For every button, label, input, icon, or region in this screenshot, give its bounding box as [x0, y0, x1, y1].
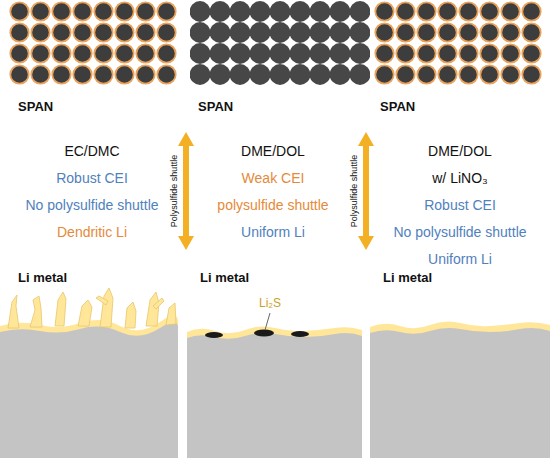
- li2s-deposit: [205, 332, 223, 338]
- dendrites: [8, 288, 176, 328]
- property-label: No polysulfide shuttle: [25, 197, 158, 213]
- material-label: SPAN: [198, 100, 233, 115]
- property-label: Dendritic Li: [57, 224, 127, 240]
- dendritic-li-anode: [0, 288, 178, 458]
- li-metal-block: [370, 328, 550, 458]
- property-label: polysulfide shuttle: [217, 197, 328, 213]
- callout-label: Li₂S: [259, 297, 281, 311]
- property-label: Uniform Li: [241, 224, 305, 240]
- anode-label: Li metal: [200, 271, 249, 286]
- property-label: Weak CEI: [242, 170, 305, 186]
- leader-line: [265, 313, 270, 330]
- li2s-deposit: [291, 331, 309, 337]
- uniform-li-anode: [370, 321, 550, 458]
- coated-span-particles: [374, 1, 542, 85]
- electrolyte-label: DME/DOL: [428, 143, 492, 159]
- electrolyte-label: EC/DMC: [64, 143, 119, 159]
- electrolyte-label: DME/DOL: [241, 143, 305, 159]
- property-label: Robust CEI: [424, 197, 496, 213]
- coated-span-particles: [9, 1, 177, 85]
- li-metal-block: [187, 333, 362, 458]
- material-label: SPAN: [18, 100, 53, 115]
- double-arrow: [358, 132, 374, 250]
- property-label: Uniform Li: [428, 251, 492, 267]
- material-label: SPAN: [380, 100, 415, 115]
- double-arrow: [178, 132, 194, 250]
- property-label: No polysulfide shuttle: [393, 224, 526, 240]
- li2s-deposit: [254, 330, 274, 337]
- uniform-li-anode-with-li2s: [187, 313, 362, 458]
- li-metal-block: [0, 322, 178, 458]
- arrow-label: Polysulfide shuttle: [169, 155, 179, 228]
- arrow-label: Polysulfide shuttle: [349, 155, 359, 228]
- additive-label: w/ LiNO₃: [432, 170, 488, 186]
- anode-label: Li metal: [383, 271, 432, 286]
- anode-label: Li metal: [18, 271, 67, 286]
- property-label: Robust CEI: [56, 170, 128, 186]
- bare-span-particles: [190, 1, 370, 85]
